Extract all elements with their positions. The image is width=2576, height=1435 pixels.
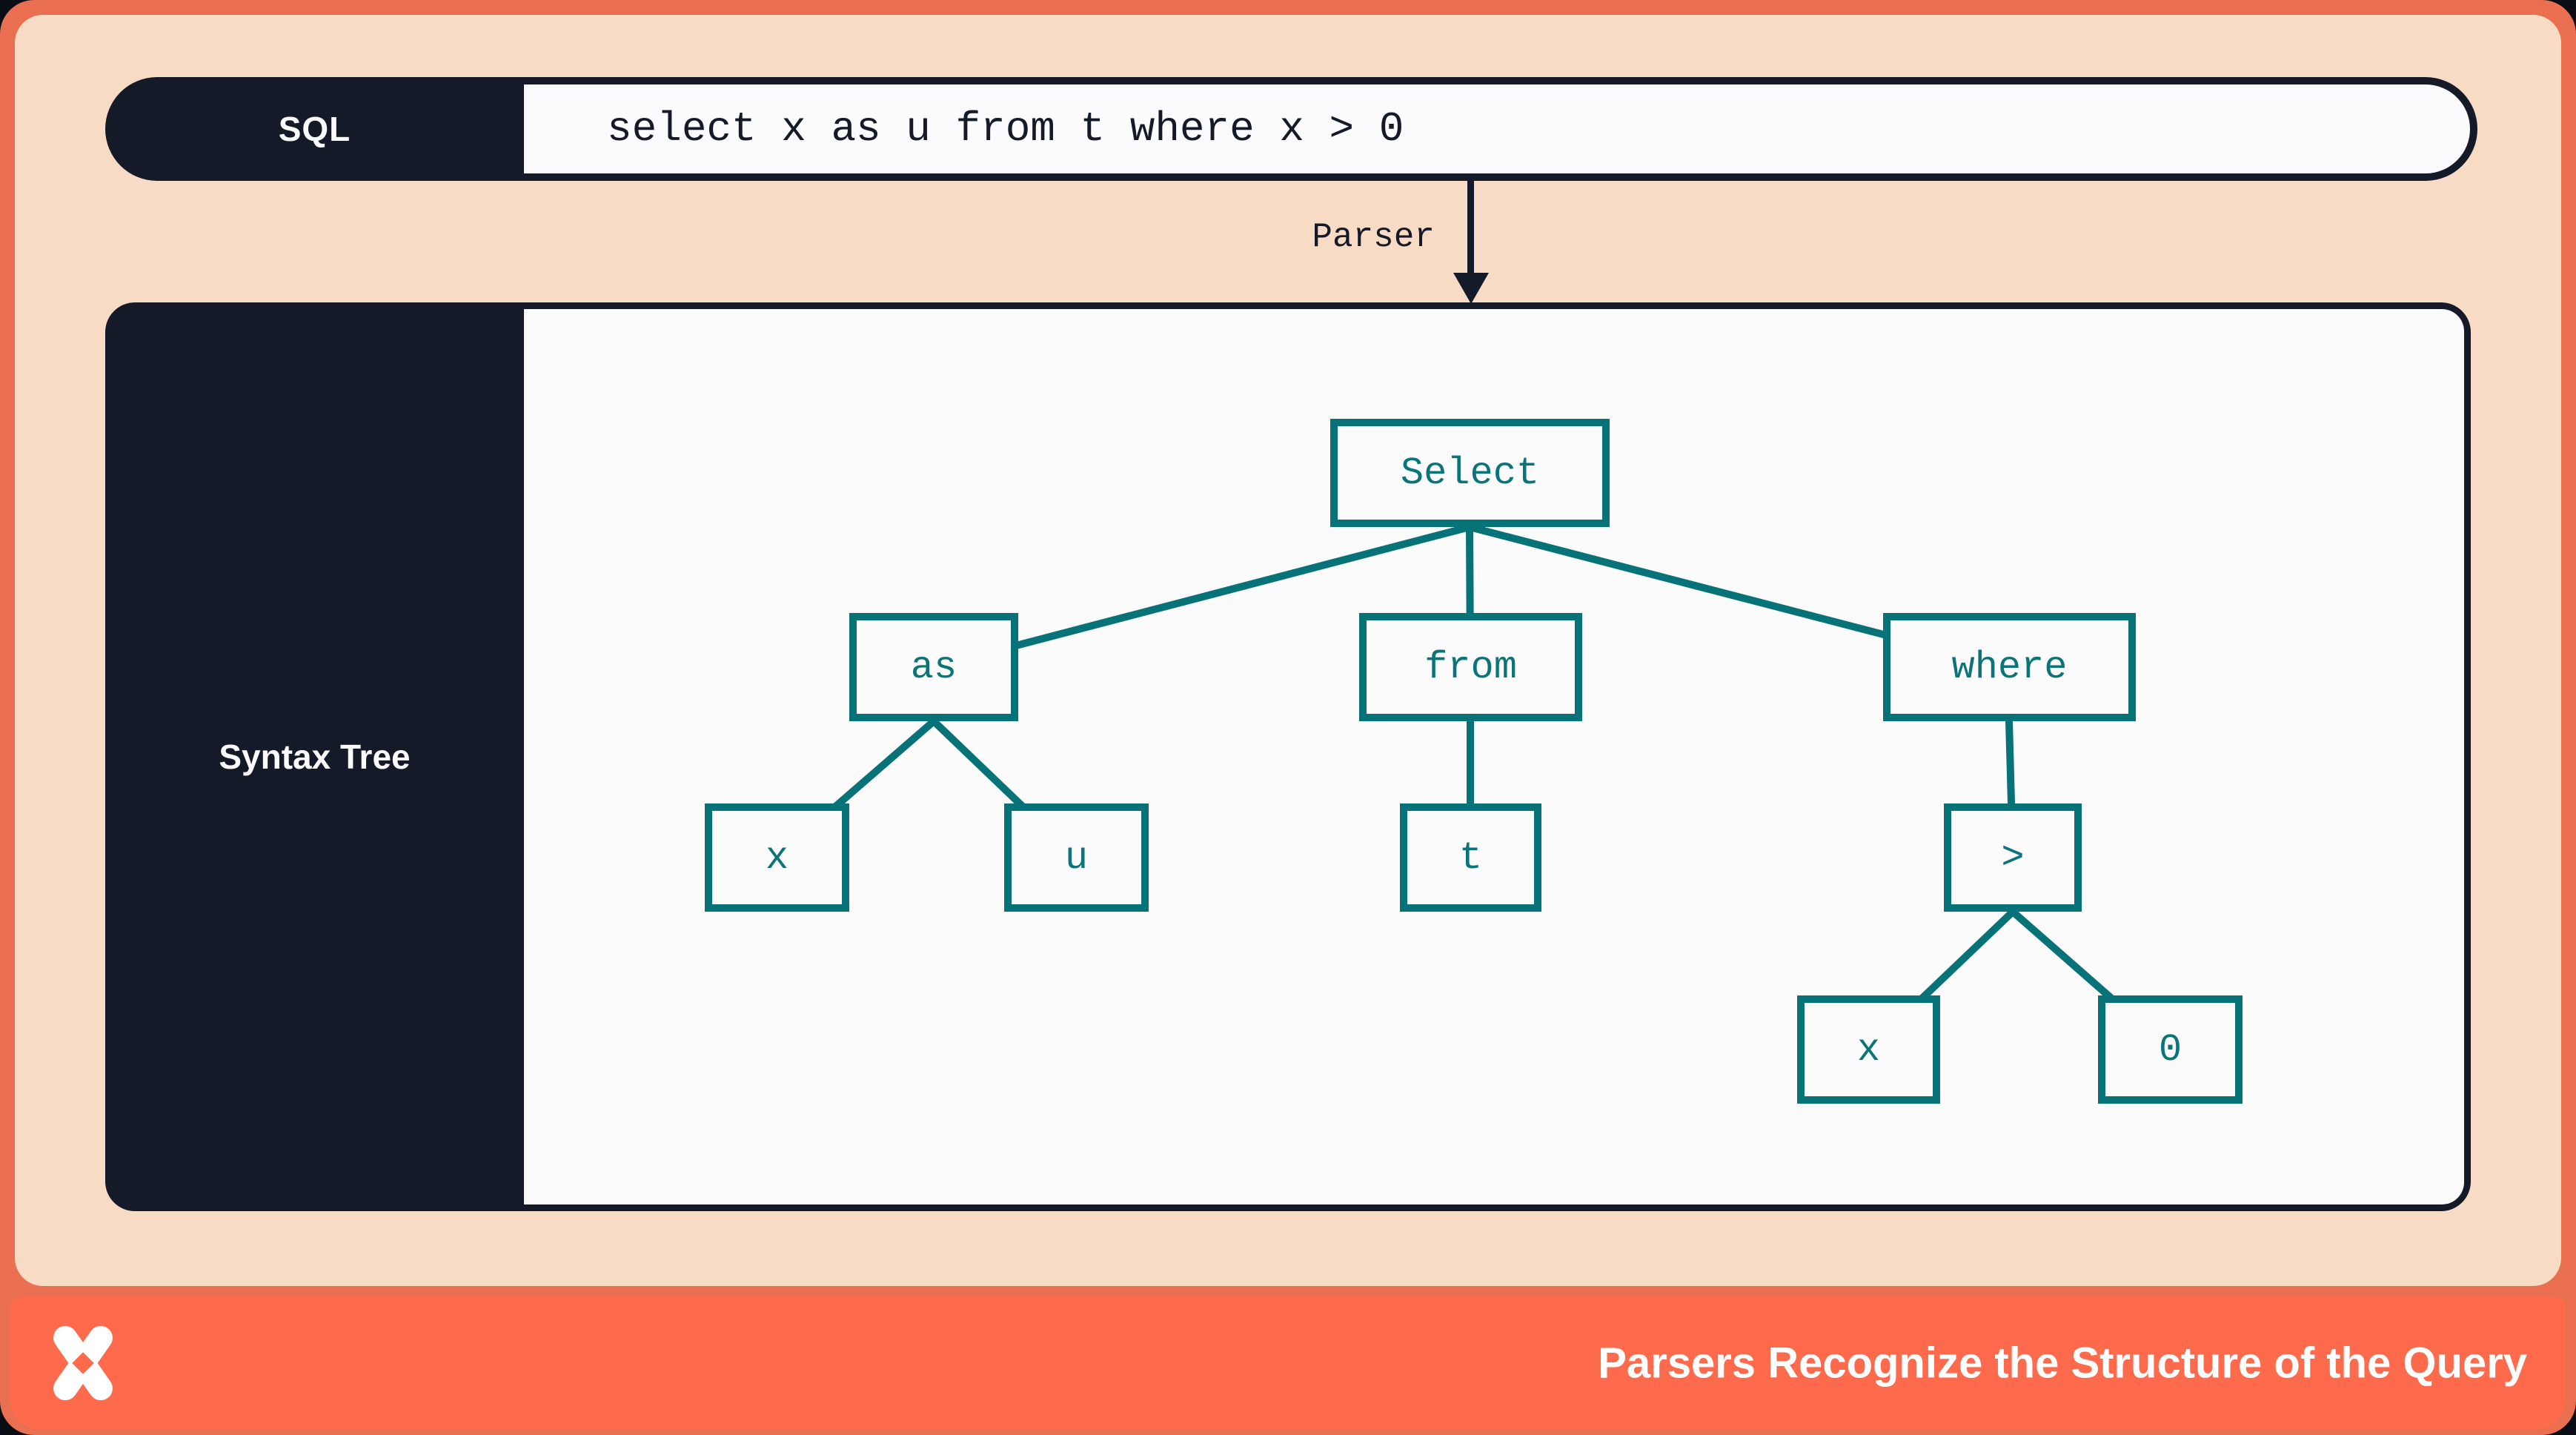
parser-arrow-line [1467, 181, 1474, 289]
syntax-tree-sidebar: Syntax Tree [105, 302, 524, 1211]
tree-node-x: x [1797, 995, 1940, 1104]
sql-bar: SQL select x as u from t where x > 0 [105, 77, 2477, 181]
tree-node-label: > [2001, 835, 2025, 880]
sql-query-text: select x as u from t where x > 0 [607, 105, 1404, 153]
sql-bar-label: SQL [278, 110, 351, 148]
x-mark-logo-icon [53, 1325, 113, 1401]
tree-node-label: x [765, 835, 789, 880]
tree-node-where: where [1883, 613, 2136, 721]
tree-node-label: u [1064, 835, 1089, 880]
tree-node-zero: 0 [2098, 995, 2243, 1104]
tree-node-label: from [1424, 645, 1517, 689]
sql-bar-label-zone: SQL [105, 77, 524, 181]
sql-code-zone: select x as u from t where x > 0 [524, 84, 2470, 173]
tree-node-label: 0 [2158, 1027, 2182, 1072]
tree-node-label: t [1458, 835, 1483, 880]
tree-node-label: x [1856, 1027, 1881, 1072]
tree-node-t: t [1400, 803, 1541, 912]
tree-node-label: where [1951, 645, 2068, 689]
slide-panel: SQL select x as u from t where x > 0 Par… [15, 15, 2561, 1286]
tree-node-x: x [705, 803, 849, 912]
tree-node-as: as [849, 613, 1018, 721]
syntax-tree-panel: Syntax Tree [105, 302, 2471, 1211]
syntax-tree-label: Syntax Tree [219, 738, 411, 776]
tree-node-u: u [1004, 803, 1149, 912]
tree-node-label: as [910, 645, 957, 689]
tree-node-label: Select [1400, 451, 1540, 495]
parser-arrow-head-icon [1453, 273, 1489, 304]
tree-node-greater-than: > [1944, 803, 2082, 912]
parser-label: Parser [1312, 218, 1435, 256]
footer-bar: Parsers Recognize the Structure of the Q… [10, 1297, 2566, 1429]
footer-title: Parsers Recognize the Structure of the Q… [1598, 1339, 2527, 1388]
tree-node-from: from [1359, 613, 1582, 721]
tree-node-select: Select [1330, 419, 1610, 527]
syntax-tree-layer: Select as from where x u [105, 302, 2471, 1211]
